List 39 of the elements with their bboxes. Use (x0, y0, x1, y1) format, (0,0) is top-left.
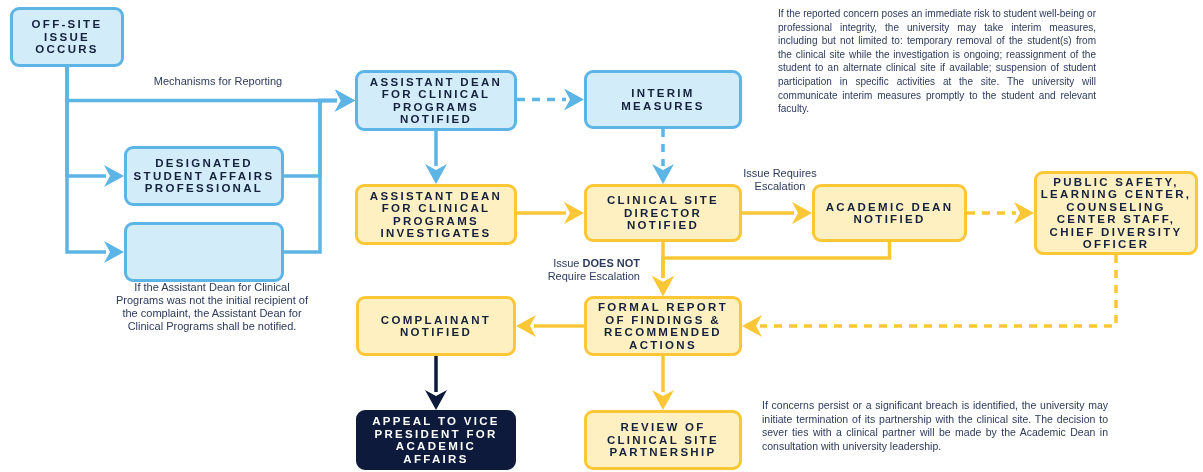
process-box (584, 296, 742, 356)
process-box (10, 7, 124, 67)
box-label: ASSISTANT DEAN FOR CLINICAL PROGRAMS INVESTIGATES (368, 189, 504, 240)
box-label: CLINICAL SITE DIRECTOR NOTIFIED (605, 194, 721, 232)
box-label: FORMAL REPORT OF FINDINGS & RECOMMENDED ACTIONS (597, 301, 729, 351)
box-label: INTERIM MEASURES (620, 87, 706, 112)
arrow (284, 89, 355, 254)
arrow (652, 356, 674, 410)
process-box (355, 184, 517, 245)
arrow (65, 67, 124, 263)
box-label: COMPLAINANT NOTIFIED (379, 313, 493, 339)
arrow (517, 202, 584, 224)
note-text: If concerns persist or a significant breach is identified, the university may initiate termination of its partnership with the clinical site. The decision to sever ties with a clinical partner will be made by the Academic Dean in consultation with university leadership. (762, 399, 1108, 454)
arrow (517, 88, 584, 111)
process-box (812, 184, 967, 242)
process-box (584, 410, 742, 470)
arrow (742, 255, 1118, 337)
process-box (356, 296, 516, 356)
arrow (516, 315, 584, 337)
process-box (355, 70, 517, 131)
box-label: ACADEMIC DEAN NOTIFIED (824, 200, 955, 226)
arrow (425, 356, 447, 410)
process-box (584, 70, 742, 129)
arrow (652, 129, 674, 184)
box-label: DESIGNATED STUDENT AFFAIRS PROFESSIONAL (132, 157, 276, 195)
note-text: If the Assistant Dean for Clinical Programs was not the initial recipient of the complaint, the Assistant Dean for Clinical Programs shall be notified. (115, 281, 309, 333)
process-box (356, 410, 516, 470)
arrow (425, 131, 447, 184)
arrow (652, 242, 892, 296)
arrow (742, 202, 812, 224)
process-box (124, 146, 284, 206)
box-label: APPEAL TO VICE PRESIDENT FOR ACADEMIC AFFAIRS (371, 415, 501, 465)
box-label: PUBLIC SAFETY, LEARNING CENTER, COUNSELING CENTER STAFF, CHIEF DIVERSITY OFFICER (1039, 175, 1193, 251)
process-box (584, 184, 742, 242)
box-label: ASSISTANT DEAN FOR CLINICAL PROGRAMS NOTIFIED (368, 75, 504, 126)
arrow (967, 202, 1034, 224)
note-text: If the reported concern poses an immediate risk to student well-being or professional integrity, the university may take interim measures, including but not limited to: temporary removal of the student(s) from the clinical site while the investigation is ongoing; reassignment of the student to an alternate clinical site if available; suspension of student participation in specific activities at the site. The university will communicate interim measures promptly to the student and relevant faculty. (778, 7, 1096, 116)
box-label: REVIEW OF CLINICAL SITE PARTNERSHIP (605, 421, 721, 459)
box-label: OFF-SITE ISSUE OCCURS (30, 18, 104, 56)
